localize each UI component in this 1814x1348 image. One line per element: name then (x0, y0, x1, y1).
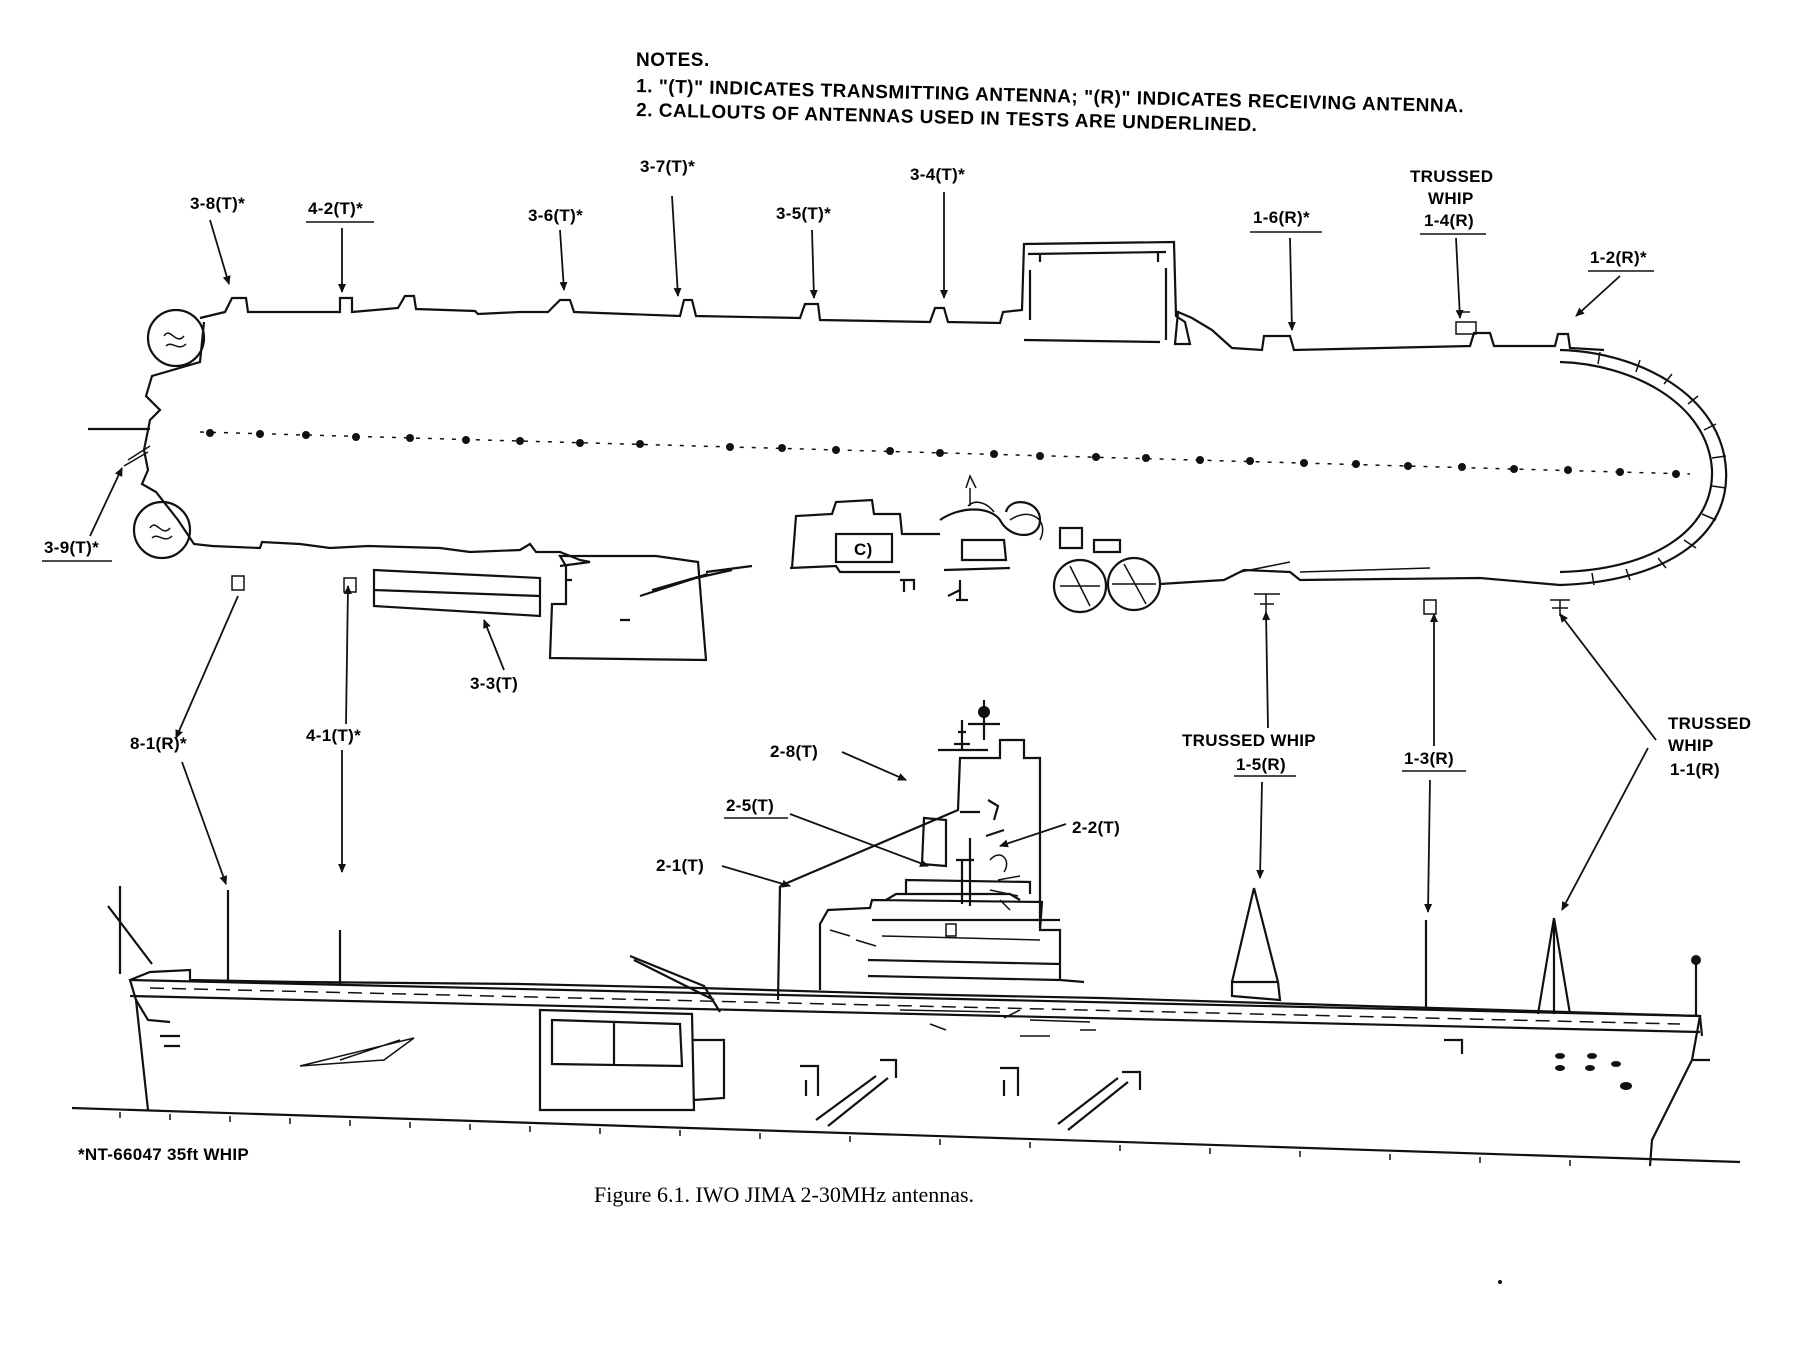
stern-circle-bottom (132, 500, 192, 560)
label-8-1: 8-1(R)* (130, 734, 187, 753)
bow-curve-outer (1559, 348, 1728, 587)
bottom-edge-starboard (1159, 568, 1561, 587)
label-3-8: 3-8(T)* (190, 194, 245, 213)
hangar-markings (299, 1037, 415, 1067)
plan-small-boxes (1058, 526, 1122, 554)
side-elevator (538, 1008, 726, 1112)
label-4-1: 4-1(T)* (306, 726, 361, 745)
bow-hatches (1591, 351, 1727, 586)
sponson-ring-1 (1052, 558, 1108, 614)
plan-view: C) (88, 240, 1728, 662)
label-1-1-line3: 1-1(R) (1670, 760, 1720, 779)
stern-circle-top (146, 308, 206, 368)
centerline-dots (206, 429, 1680, 478)
figure-caption: Figure 6.1. IWO JIMA 2-30MHz antennas. (594, 1182, 974, 1207)
flight-deck-bottom-edge (211, 540, 591, 568)
catapult-profile (629, 954, 721, 1013)
label-3-7: 3-7(T)* (640, 157, 695, 176)
notes-block: NOTES. 1. "(T)" INDICATES TRANSMITTING A… (636, 50, 1465, 136)
label-1-6: 1-6(R)* (1253, 208, 1310, 227)
label-3-6: 3-6(T)* (528, 206, 583, 225)
island-bottom-aerial (965, 474, 1044, 541)
sponson-ring-marks (1060, 563, 1156, 607)
elevator-mid (548, 554, 708, 662)
label-1-5-line1: TRUSSED WHIP (1182, 731, 1316, 750)
label-2-8: 2-8(T) (770, 742, 818, 761)
elevator-port (372, 568, 542, 618)
plan-whip-bases (231, 311, 1570, 616)
label-1-4-line2: WHIP (1428, 189, 1474, 208)
label-4-2: 4-2(T)* (308, 199, 363, 218)
scan-speck (1498, 1280, 1502, 1284)
catapult-lines (639, 564, 753, 598)
plan-box-c-letter: C) (854, 540, 873, 559)
label-2-1: 2-1(T) (656, 856, 704, 875)
footnote: *NT-66047 35ft WHIP (78, 1145, 249, 1164)
trussed-whip-1-5 (1230, 887, 1282, 1002)
hull-features (800, 1038, 1464, 1131)
island-deck-details (829, 923, 1096, 1037)
label-3-3: 3-3(T) (470, 674, 518, 693)
island-superstructure (776, 738, 1085, 1001)
bow-profile (1692, 1015, 1710, 1062)
label-3-5: 3-5(T)* (776, 204, 831, 223)
centerline (199, 431, 1691, 475)
flight-deck-side (129, 978, 1701, 1034)
bow-portholes (1555, 1053, 1632, 1090)
label-1-2: 1-2(R)* (1590, 248, 1647, 267)
label-1-4-line3: 1-4(R) (1424, 211, 1474, 230)
waterline (71, 1106, 1741, 1164)
stern-profile (135, 999, 180, 1048)
label-1-4-line1: TRUSSED (1410, 167, 1493, 186)
bow-jackstaff-top (1691, 955, 1701, 965)
deck-edge-mid (789, 498, 940, 574)
label-1-1-line1: TRUSSED (1668, 714, 1751, 733)
mast-top-ball (978, 706, 990, 718)
label-3-9: 3-9(T)* (44, 538, 99, 557)
hull-outline (128, 968, 1702, 1167)
label-1-3: 1-3(R) (1404, 749, 1454, 768)
island-bottom-cluster (900, 501, 1042, 602)
plan-box-c (834, 532, 894, 564)
island-aerial-right (989, 854, 1021, 911)
bow-curve-inner (1559, 360, 1714, 574)
notes-title: NOTES. (636, 50, 710, 71)
label-2-2: 2-2(T) (1072, 818, 1120, 837)
trussed-whip-1-1 (1536, 917, 1572, 1015)
label-3-4: 3-4(T)* (910, 165, 965, 184)
profile-callouts: 8-1(R)* 4-1(T)* 2-8(T) 2-5(T) 2-2(T) 2-1… (130, 585, 1751, 913)
flight-deck-top-edge (199, 240, 1605, 352)
label-1-5-line2: 1-5(R) (1236, 755, 1286, 774)
label-2-5: 2-5(T) (726, 796, 774, 815)
label-1-1-line2: WHIP (1668, 736, 1714, 755)
bottom-edge-starboard-inner (1239, 561, 1431, 573)
profile-view (71, 700, 1741, 1167)
island-plan (1023, 250, 1168, 344)
stern-circle-bottom-glyph (149, 524, 173, 540)
island-mast (938, 700, 1005, 906)
waterline-ticks (119, 1112, 1571, 1166)
flight-deck-side-pattern (149, 987, 1681, 1025)
stern-mast (107, 886, 153, 974)
plan-callouts: 3-8(T)* 4-2(T)* 3-6(T)* 3-7(T)* 3-5(T)* … (42, 157, 1654, 693)
stern-edge (140, 321, 213, 548)
stern-circle-top-glyph (163, 332, 187, 348)
stern-whip-mount (123, 445, 151, 467)
